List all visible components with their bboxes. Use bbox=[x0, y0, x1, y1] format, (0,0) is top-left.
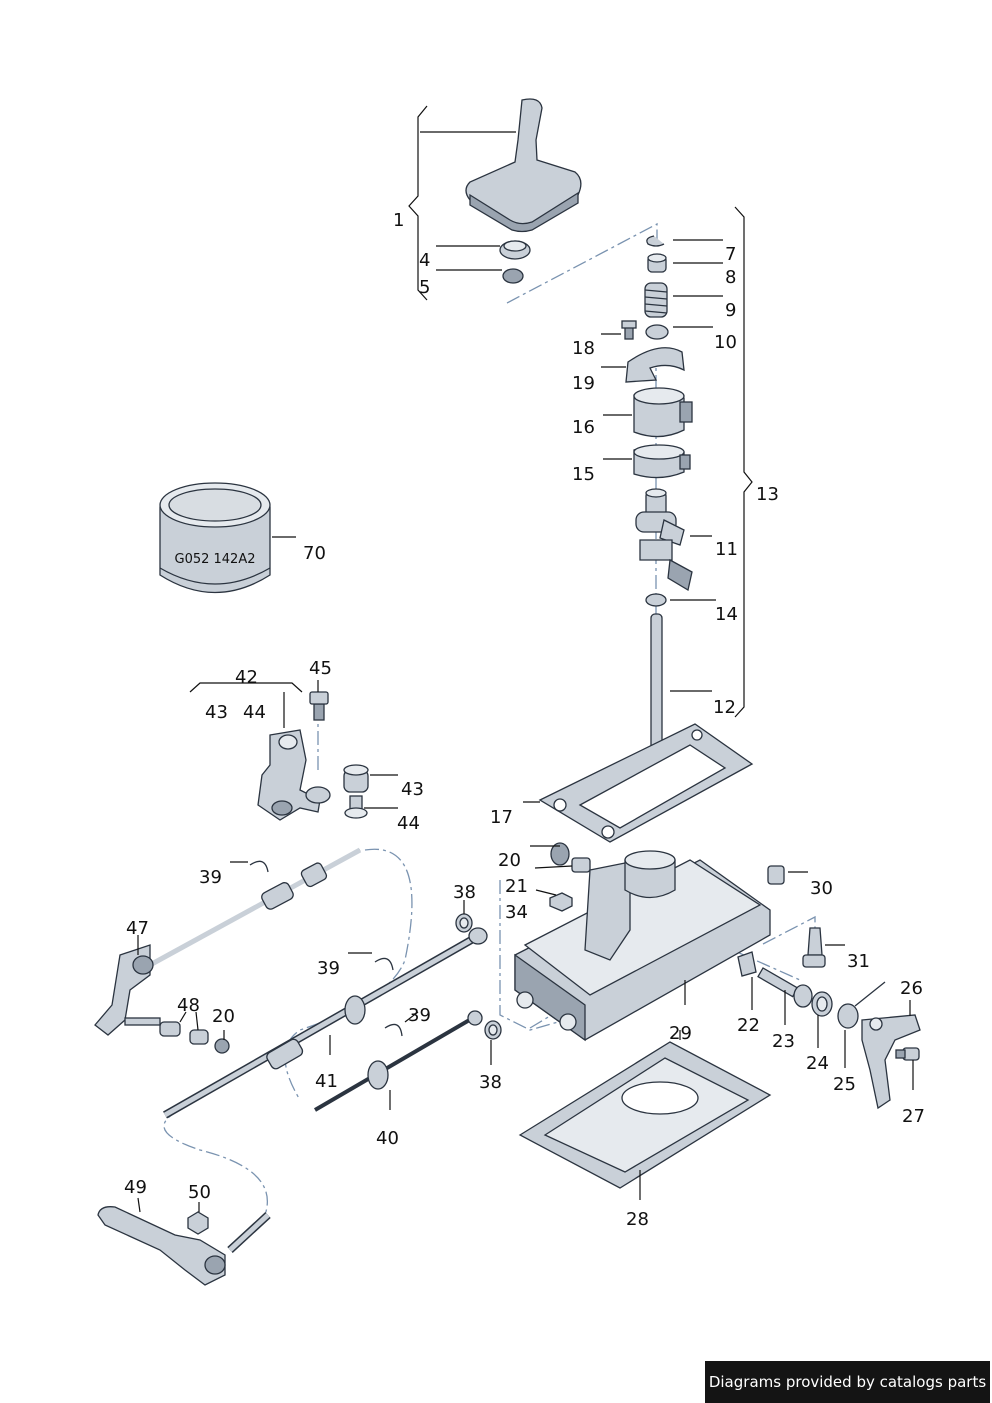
callout-45: 45 bbox=[309, 658, 332, 679]
callout-38-upper: 38 bbox=[453, 882, 476, 903]
callout-49: 49 bbox=[124, 1177, 147, 1198]
clip-39-mid bbox=[374, 957, 394, 971]
callout-10: 10 bbox=[714, 332, 737, 353]
cable-47 bbox=[94, 847, 362, 1036]
callout-29: 29 bbox=[669, 1023, 692, 1044]
stud-21 bbox=[571, 857, 591, 873]
callout-30: 30 bbox=[810, 878, 833, 899]
callout-26: 26 bbox=[900, 978, 923, 999]
clip-39-low bbox=[384, 1023, 403, 1037]
callout-41: 41 bbox=[315, 1071, 338, 1092]
callout-11: 11 bbox=[715, 539, 738, 560]
callout-12: 12 bbox=[713, 697, 736, 718]
nut-50 bbox=[187, 1211, 209, 1235]
callout-70: 70 bbox=[303, 543, 326, 564]
cable-40 bbox=[313, 1010, 483, 1112]
cable-41 bbox=[163, 927, 488, 1119]
clip-30 bbox=[767, 865, 785, 885]
callout-43-group: 43 bbox=[205, 702, 228, 723]
clamp-19 bbox=[625, 347, 685, 383]
ring-38-lower bbox=[484, 1020, 502, 1040]
grease-can-70: G052 142A2 bbox=[159, 482, 271, 594]
gasket-29 bbox=[518, 1041, 772, 1189]
callout-47: 47 bbox=[126, 918, 149, 939]
bracket-42 bbox=[257, 729, 321, 821]
ring-14 bbox=[645, 593, 667, 607]
callout-14: 14 bbox=[715, 604, 738, 625]
callout-50: 50 bbox=[188, 1182, 211, 1203]
callout-19: 19 bbox=[572, 373, 595, 394]
callout-39-low: 39 bbox=[408, 1005, 431, 1026]
callout-38-lower: 38 bbox=[479, 1072, 502, 1093]
screw-31 bbox=[802, 927, 826, 968]
callout-48: 48 bbox=[177, 995, 200, 1016]
circlip-7 bbox=[646, 235, 665, 247]
callout-9: 9 bbox=[725, 300, 736, 321]
callout-numbers: 1 4 5 7 8 9 10 18 19 16 15 13 11 14 12 7… bbox=[124, 210, 925, 1230]
callout-7: 7 bbox=[725, 244, 736, 265]
callout-43: 43 bbox=[401, 779, 424, 800]
callout-18: 18 bbox=[572, 338, 595, 359]
callout-40: 40 bbox=[376, 1128, 399, 1149]
joint-11 bbox=[635, 488, 693, 592]
lever-26 bbox=[861, 1014, 921, 1110]
screw-18 bbox=[621, 320, 637, 340]
gear-knob-boot bbox=[465, 98, 582, 233]
callout-1: 1 bbox=[393, 210, 404, 231]
bush-24 bbox=[811, 991, 833, 1017]
callout-20-upper: 20 bbox=[498, 850, 521, 871]
spring-9 bbox=[644, 282, 668, 318]
callout-31: 31 bbox=[847, 951, 870, 972]
clip-39-top bbox=[249, 860, 269, 873]
callout-28: 28 bbox=[626, 1209, 649, 1230]
callout-23: 23 bbox=[772, 1031, 795, 1052]
nut-34 bbox=[549, 892, 573, 912]
pin-23 bbox=[757, 967, 813, 1008]
shift-housing bbox=[514, 850, 771, 1042]
callout-39-top: 39 bbox=[199, 867, 222, 888]
callout-44: 44 bbox=[397, 813, 420, 834]
sleeve-44 bbox=[344, 795, 368, 819]
callout-16: 16 bbox=[572, 417, 595, 438]
housing-15 bbox=[633, 444, 691, 479]
callout-25: 25 bbox=[833, 1074, 856, 1095]
callout-21: 21 bbox=[505, 876, 528, 897]
callout-17: 17 bbox=[490, 807, 513, 828]
callout-22: 22 bbox=[737, 1015, 760, 1036]
callout-27: 27 bbox=[902, 1106, 925, 1127]
callout-4: 4 bbox=[419, 250, 430, 271]
callout-42: 42 bbox=[235, 667, 258, 688]
bolt-27 bbox=[895, 1047, 920, 1061]
callout-5: 5 bbox=[419, 277, 430, 298]
callout-13: 13 bbox=[756, 484, 779, 505]
ring-4 bbox=[499, 240, 531, 260]
callout-15: 15 bbox=[572, 464, 595, 485]
callout-34: 34 bbox=[505, 902, 528, 923]
callout-39-mid: 39 bbox=[317, 958, 340, 979]
bush-43a bbox=[305, 786, 331, 804]
housing-16 bbox=[633, 387, 693, 438]
mount-43 bbox=[343, 764, 369, 793]
lever-49 bbox=[97, 1206, 271, 1286]
clip-20-lower bbox=[214, 1038, 230, 1054]
bolt-45 bbox=[309, 691, 329, 721]
bush-8 bbox=[647, 253, 667, 273]
washer-48b bbox=[189, 1029, 209, 1045]
can-label: G052 142A2 bbox=[175, 552, 256, 567]
catalog-credit-banner: Diagrams provided by catalogs parts bbox=[705, 1361, 990, 1403]
clip-5 bbox=[502, 268, 524, 284]
bush-48 bbox=[159, 1021, 181, 1037]
callout-20-lower: 20 bbox=[212, 1006, 235, 1027]
leader-lines bbox=[137, 105, 914, 1213]
ring-38-upper bbox=[455, 913, 473, 933]
clip-20-upper bbox=[550, 842, 570, 866]
plug-22 bbox=[737, 951, 757, 977]
callout-44-group: 44 bbox=[243, 702, 266, 723]
callout-24: 24 bbox=[806, 1053, 829, 1074]
callout-8: 8 bbox=[725, 267, 736, 288]
spring-25 bbox=[837, 981, 886, 1029]
gasket-17 bbox=[538, 723, 754, 843]
seat-10 bbox=[645, 324, 669, 340]
